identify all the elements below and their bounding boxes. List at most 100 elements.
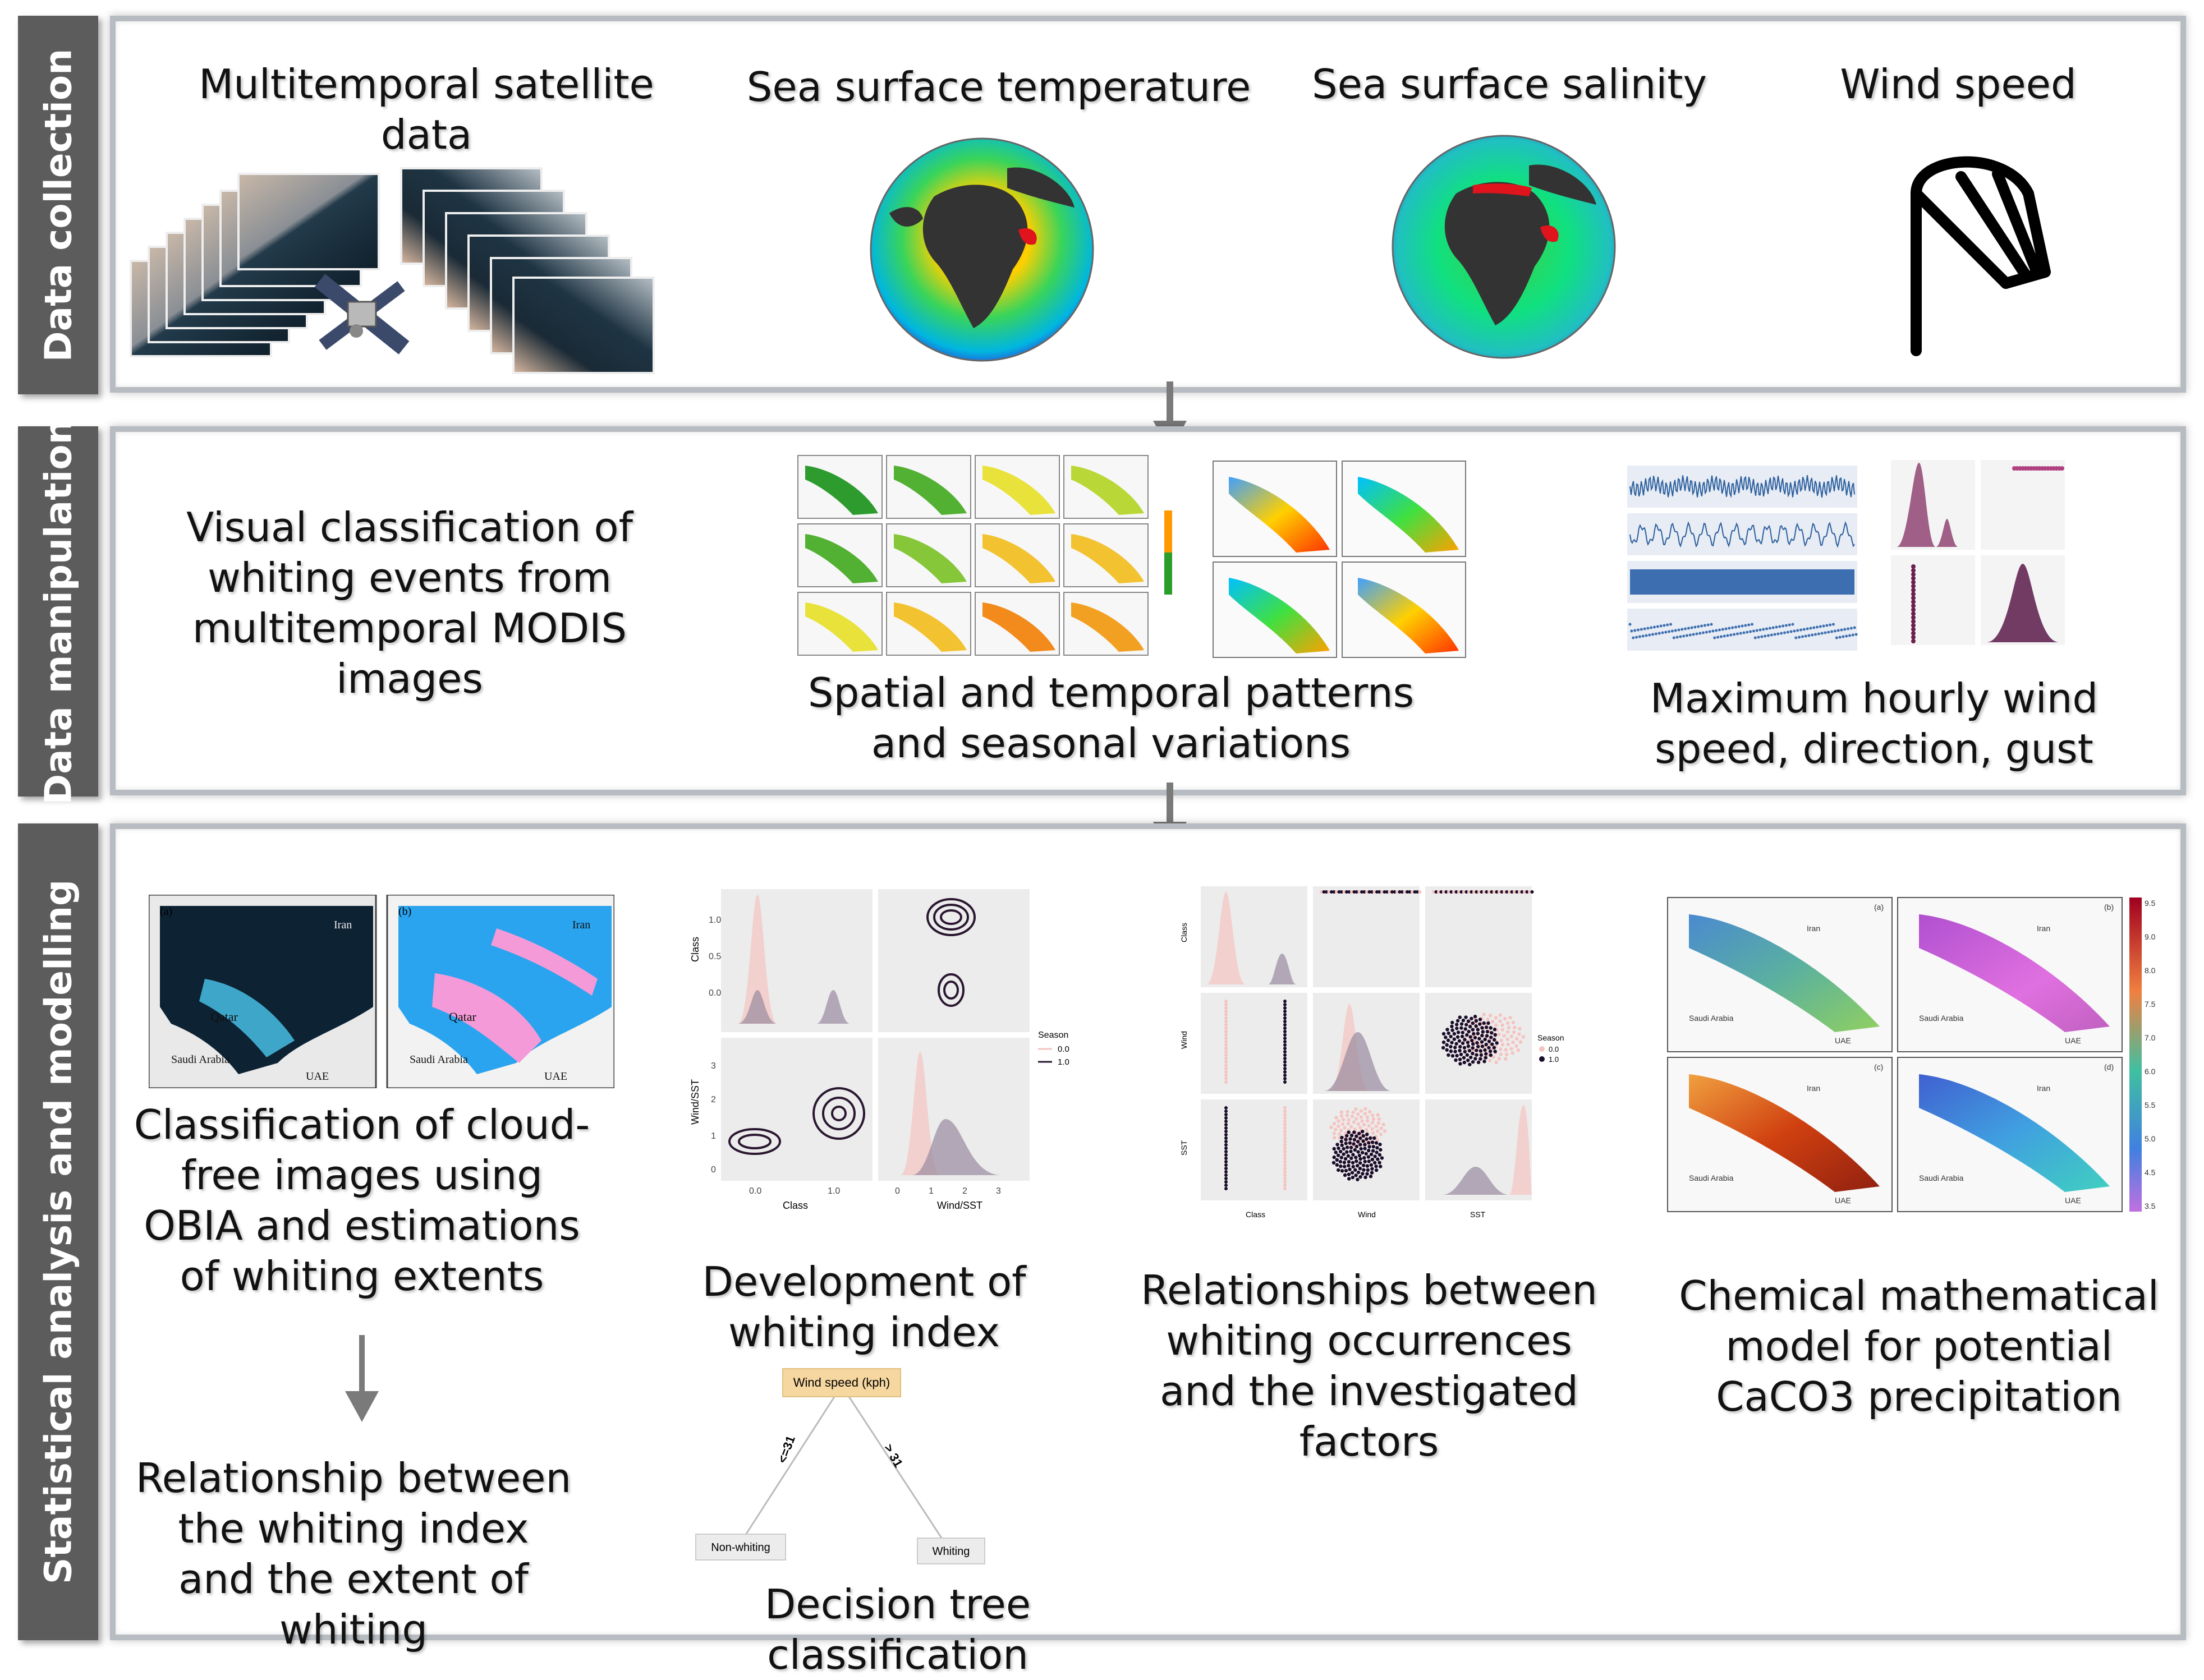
obia-uae-a: UAE: [306, 1070, 329, 1083]
chem-scale-tick: 8.0: [2145, 966, 2156, 975]
chem-scale-tick: 5.5: [2145, 1101, 2156, 1110]
chem-scale-tick: 9.0: [2145, 932, 2156, 941]
label-relationship-index: Relationship between the whiting index a…: [135, 1455, 572, 1653]
chem-label-b: (b): [2104, 903, 2114, 912]
label-decision-tree: Decision tree classification: [764, 1581, 1031, 1678]
pp-tick-y2-1: 2: [711, 1095, 716, 1104]
whiting-index-pairplot: Class Wind/SST Class Wind/SST 1.0 0.5 0.…: [690, 889, 1069, 1211]
scatter-ylabel-sst: SST: [1179, 1140, 1188, 1156]
sss-globe: [1392, 135, 1616, 359]
tree-root-label: Wind speed (kph): [793, 1375, 890, 1389]
pp-tick-y1-0: 1.0: [709, 915, 721, 925]
label-hourly-wind: Maximum hourly wind speed, direction, gu…: [1650, 675, 2099, 772]
chem-label-c: (c): [1874, 1062, 1883, 1071]
windsock-icon: [1911, 156, 2051, 356]
pairplot-legend-b: 1.0: [1058, 1057, 1069, 1067]
scatter-legend-title: Season: [1537, 1033, 1564, 1042]
scatter-ylabel-class: Class: [1179, 923, 1188, 942]
arrow-obia-to-relationship: [345, 1335, 379, 1422]
sst-globe: [870, 137, 1094, 362]
seasonal-map-grid: [797, 455, 1172, 656]
obia-qatar-a: Qatar: [210, 1010, 238, 1024]
obia-iran-b: Iran: [572, 919, 590, 931]
label-whiting-index: Development of whiting index: [702, 1258, 1026, 1356]
pp-tick-x1-1: 1.0: [828, 1186, 840, 1196]
scatter-legend-a: 0.0: [1549, 1045, 1559, 1053]
scatter-xlabel-wind: Wind: [1358, 1210, 1376, 1219]
pairplot-ylabel-2: Wind/SST: [690, 1079, 701, 1125]
right-stack: [400, 167, 655, 374]
pp-tick-y2-2: 1: [711, 1131, 716, 1141]
scatter-xlabel-sst: SST: [1470, 1210, 1486, 1219]
obia-panel-b-label: (b): [398, 905, 411, 918]
label-sss: Sea surface salinity: [1311, 61, 1707, 108]
chem-scale-tick: 3.5: [2145, 1202, 2156, 1210]
chem-iran-c: Iran: [1807, 1084, 1820, 1093]
obia-saudi-a: Saudi Arabia: [171, 1053, 229, 1066]
chem-uae-b: UAE: [2065, 1036, 2081, 1045]
obia-qatar-b: Qatar: [449, 1010, 477, 1024]
pairplot-xlabel-1: Class: [783, 1200, 808, 1211]
pairplot-legend-title: Season: [1038, 1030, 1068, 1040]
chem-scale-tick: 9.5: [2145, 899, 2156, 908]
pp-tick-x2-0: 0: [895, 1186, 900, 1196]
label-chemical-model: Chemical mathematical model for potentia…: [1679, 1272, 2159, 1420]
chem-saudi-a: Saudi Arabia: [1689, 1014, 1734, 1023]
sidebar-data-manipulation: Data manipulation: [18, 418, 98, 805]
tree-left-leaf: [695, 1534, 786, 1561]
pp-tick-y1-2: 0.0: [709, 988, 721, 998]
satellite-image-stack: [130, 167, 655, 374]
sst-panel-maps: [1213, 461, 1466, 658]
obia-uae-b: UAE: [544, 1070, 567, 1083]
chem-label-d: (d): [2104, 1062, 2114, 1071]
chem-iran-b: Iran: [2037, 924, 2050, 933]
pairplot-ylabel-1: Class: [690, 937, 701, 962]
label-satellite: Multitemporal satellite data: [199, 61, 654, 158]
satellite-icon: [314, 274, 410, 355]
chem-iran-a: Iran: [1807, 924, 1820, 933]
chem-scale-tick: 4.5: [2145, 1168, 2156, 1177]
chem-scale-tick: 7.0: [2145, 1033, 2156, 1042]
tree-right-leaf-label: Whiting: [933, 1545, 970, 1558]
chem-uae-c: UAE: [1835, 1196, 1851, 1205]
section-label-manipulation: Data manipulation: [36, 418, 80, 805]
tree-right-leaf: [917, 1538, 985, 1564]
relationships-scatter-matrix: Class Wind SST Class Wind SST Season 0.0…: [1179, 886, 1564, 1219]
decision-tree: Wind speed (kph) <=31 > 31 Non-whiting W…: [695, 1368, 985, 1564]
tree-root-node: [782, 1368, 901, 1397]
label-obia: Classification of cloud-free images usin…: [134, 1101, 590, 1300]
pp-tick-x2-1: 1: [929, 1186, 934, 1196]
pp-tick-x2-2: 2: [962, 1186, 967, 1196]
wind-timeseries: [1627, 466, 1858, 651]
scatter-legend-b: 1.0: [1549, 1055, 1559, 1064]
chemical-model-maps: (a) (b) (c) (d) Iran Iran Iran Iran Saud…: [1667, 897, 2156, 1212]
chem-uae-a: UAE: [1835, 1036, 1851, 1045]
chem-scale-tick: 7.5: [2145, 1000, 2156, 1009]
pairplot-legend-a: 0.0: [1058, 1044, 1069, 1054]
chem-saudi-b: Saudi Arabia: [1919, 1014, 1964, 1023]
tree-left-leaf-label: Non-whiting: [711, 1541, 770, 1554]
pp-tick-x1-0: 0.0: [749, 1186, 761, 1196]
pairplot-xlabel-2: Wind/SST: [937, 1200, 982, 1211]
label-relationships: Relationships between whiting occurrence…: [1141, 1267, 1597, 1465]
label-wind: Wind speed: [1840, 61, 2077, 108]
pp-tick-y1-1: 0.5: [709, 952, 721, 961]
obia-maps: (a) Qatar Saudi Arabia UAE Iran (b) Qata…: [149, 895, 614, 1088]
scatter-xlabel-class: Class: [1246, 1210, 1265, 1219]
obia-panel-a-label: (a): [160, 905, 172, 918]
chem-scale-tick: 6.0: [2145, 1067, 2156, 1076]
section-label-analysis: Statistical analysis and modelling: [36, 879, 80, 1585]
pp-tick-y2-0: 3: [711, 1061, 716, 1071]
chem-uae-d: UAE: [2065, 1196, 2081, 1205]
obia-iran-a: Iran: [334, 919, 352, 931]
label-visual-classification: Visual classification of whiting events …: [186, 504, 633, 702]
label-sst: Sea surface temperature: [746, 63, 1251, 111]
chem-iran-d: Iran: [2037, 1084, 2050, 1093]
sidebar-data-collection: Data collection: [18, 16, 98, 394]
scatter-ylabel-wind: Wind: [1179, 1031, 1188, 1049]
chem-label-a: (a): [1874, 903, 1884, 912]
chem-saudi-c: Saudi Arabia: [1689, 1173, 1734, 1182]
chem-scale-tick: 5.0: [2145, 1134, 2156, 1143]
section-label-collection: Data collection: [36, 48, 80, 362]
pp-tick-y2-3: 0: [711, 1165, 716, 1175]
